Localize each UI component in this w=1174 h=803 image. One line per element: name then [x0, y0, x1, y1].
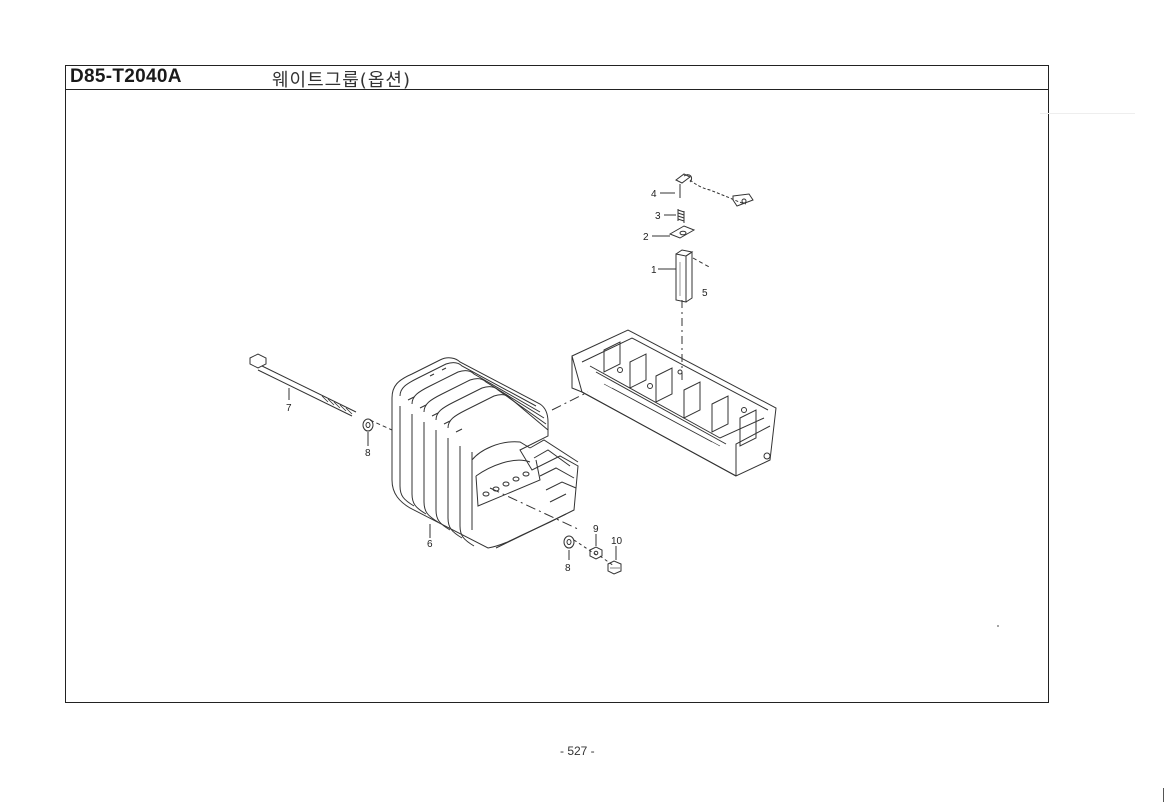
part-1-column — [675, 249, 694, 303]
callout-8-upper: 8 — [365, 448, 371, 459]
part-group-code: D85-T2040A — [70, 66, 182, 87]
callout-6: 6 — [427, 539, 433, 550]
callout-9: 9 — [593, 524, 599, 535]
part-2-plate — [668, 225, 696, 239]
header-bar: D85-T2040A 웨이트그룹(옵션) — [66, 66, 1048, 91]
part-10-flange-nut — [607, 560, 622, 575]
part-6-weight-stack — [391, 357, 579, 549]
callout-2: 2 — [643, 232, 649, 243]
part-3-spring — [677, 209, 685, 223]
callout-1: 1 — [651, 265, 657, 276]
part-8-washer-lower — [563, 535, 575, 549]
scan-artifact-line — [1040, 113, 1135, 114]
callout-10: 10 — [611, 536, 623, 547]
part-group-title: 웨이트그룹(옵션) — [272, 70, 411, 91]
scan-speck — [997, 625, 999, 627]
part-7-long-bolt — [249, 353, 357, 417]
callout-4: 4 — [651, 189, 657, 200]
scan-edge-mark — [1163, 788, 1164, 802]
callout-7: 7 — [286, 403, 292, 414]
callout-5: 5 — [702, 288, 708, 299]
part-4-chain-pin — [675, 173, 754, 207]
part-9-nut — [589, 546, 603, 560]
callout-8-lower: 8 — [565, 563, 571, 574]
callout-3: 3 — [655, 211, 661, 222]
weight-bracket — [571, 329, 777, 477]
part-8-washer-upper — [362, 418, 374, 432]
page-number: - 527 - — [560, 744, 595, 758]
diagram-frame: D85-T2040A 웨이트그룹(옵션) — [65, 65, 1049, 703]
